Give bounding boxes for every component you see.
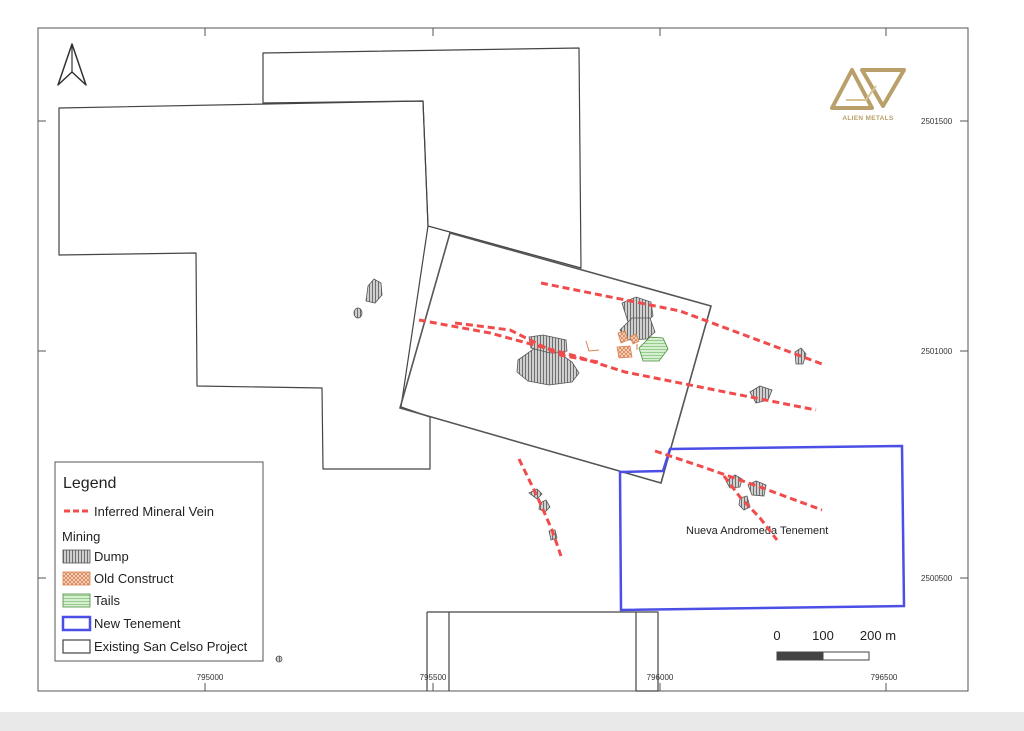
existing-rotated-block xyxy=(399,232,712,484)
legend-new-tenement-swatch xyxy=(61,615,92,632)
tails-feature xyxy=(638,336,669,362)
legend-title: Legend xyxy=(63,475,116,492)
map-canvas: 795000 795500 796000 796500 2501500 2501… xyxy=(37,27,969,692)
scale-label-0: 0 xyxy=(773,628,780,643)
north-arrow-icon xyxy=(57,43,87,86)
scale-label-200: 200 m xyxy=(860,628,896,643)
dump-features xyxy=(275,278,807,663)
new-tenement-boundary[interactable] xyxy=(618,444,906,612)
legend-tails-label: Tails xyxy=(94,593,121,608)
alien-metals-logo: ALIEN METALS xyxy=(830,68,906,122)
y-tick-label-2500500: 2500500 xyxy=(921,574,953,583)
legend-box: Legend Inferred Mineral Vein Mining Dump… xyxy=(54,461,264,662)
old-construct-features xyxy=(616,330,640,359)
old-construct-outline xyxy=(585,340,638,352)
grid-ticks xyxy=(38,28,968,691)
tenement-label: Nueva Andromeda Tenement xyxy=(686,525,828,537)
inferred-mineral-veins xyxy=(418,281,823,557)
x-tick-label-795500: 795500 xyxy=(420,673,447,682)
legend-old-construct-swatch xyxy=(62,571,91,586)
legend-mining-heading: Mining xyxy=(62,529,100,544)
legend-vein-label: Inferred Mineral Vein xyxy=(94,504,214,519)
scale-bar: 0 100 200 m xyxy=(773,628,896,661)
x-tick-label-796000: 796000 xyxy=(647,673,674,682)
legend-old-construct-label: Old Construct xyxy=(94,571,174,586)
legend-dump-swatch xyxy=(62,549,91,564)
legend-existing-label: Existing San Celso Project xyxy=(94,639,248,654)
logo-text: ALIEN METALS xyxy=(842,115,894,122)
existing-san-celso-project xyxy=(58,47,659,692)
y-tick-label-2501500: 2501500 xyxy=(921,117,953,126)
legend-new-tenement-label: New Tenement xyxy=(94,616,181,631)
x-tick-label-795000: 795000 xyxy=(197,673,224,682)
legend-existing-swatch xyxy=(62,639,91,654)
y-tick-label-2501000: 2501000 xyxy=(921,347,953,356)
bottom-strip xyxy=(0,712,1024,731)
scale-label-100: 100 xyxy=(812,628,834,643)
legend-tails-swatch xyxy=(62,593,91,608)
legend-dump-label: Dump xyxy=(94,549,129,564)
x-tick-label-796500: 796500 xyxy=(871,673,898,682)
map-page: 795000 795500 796000 796500 2501500 2501… xyxy=(0,0,1024,712)
